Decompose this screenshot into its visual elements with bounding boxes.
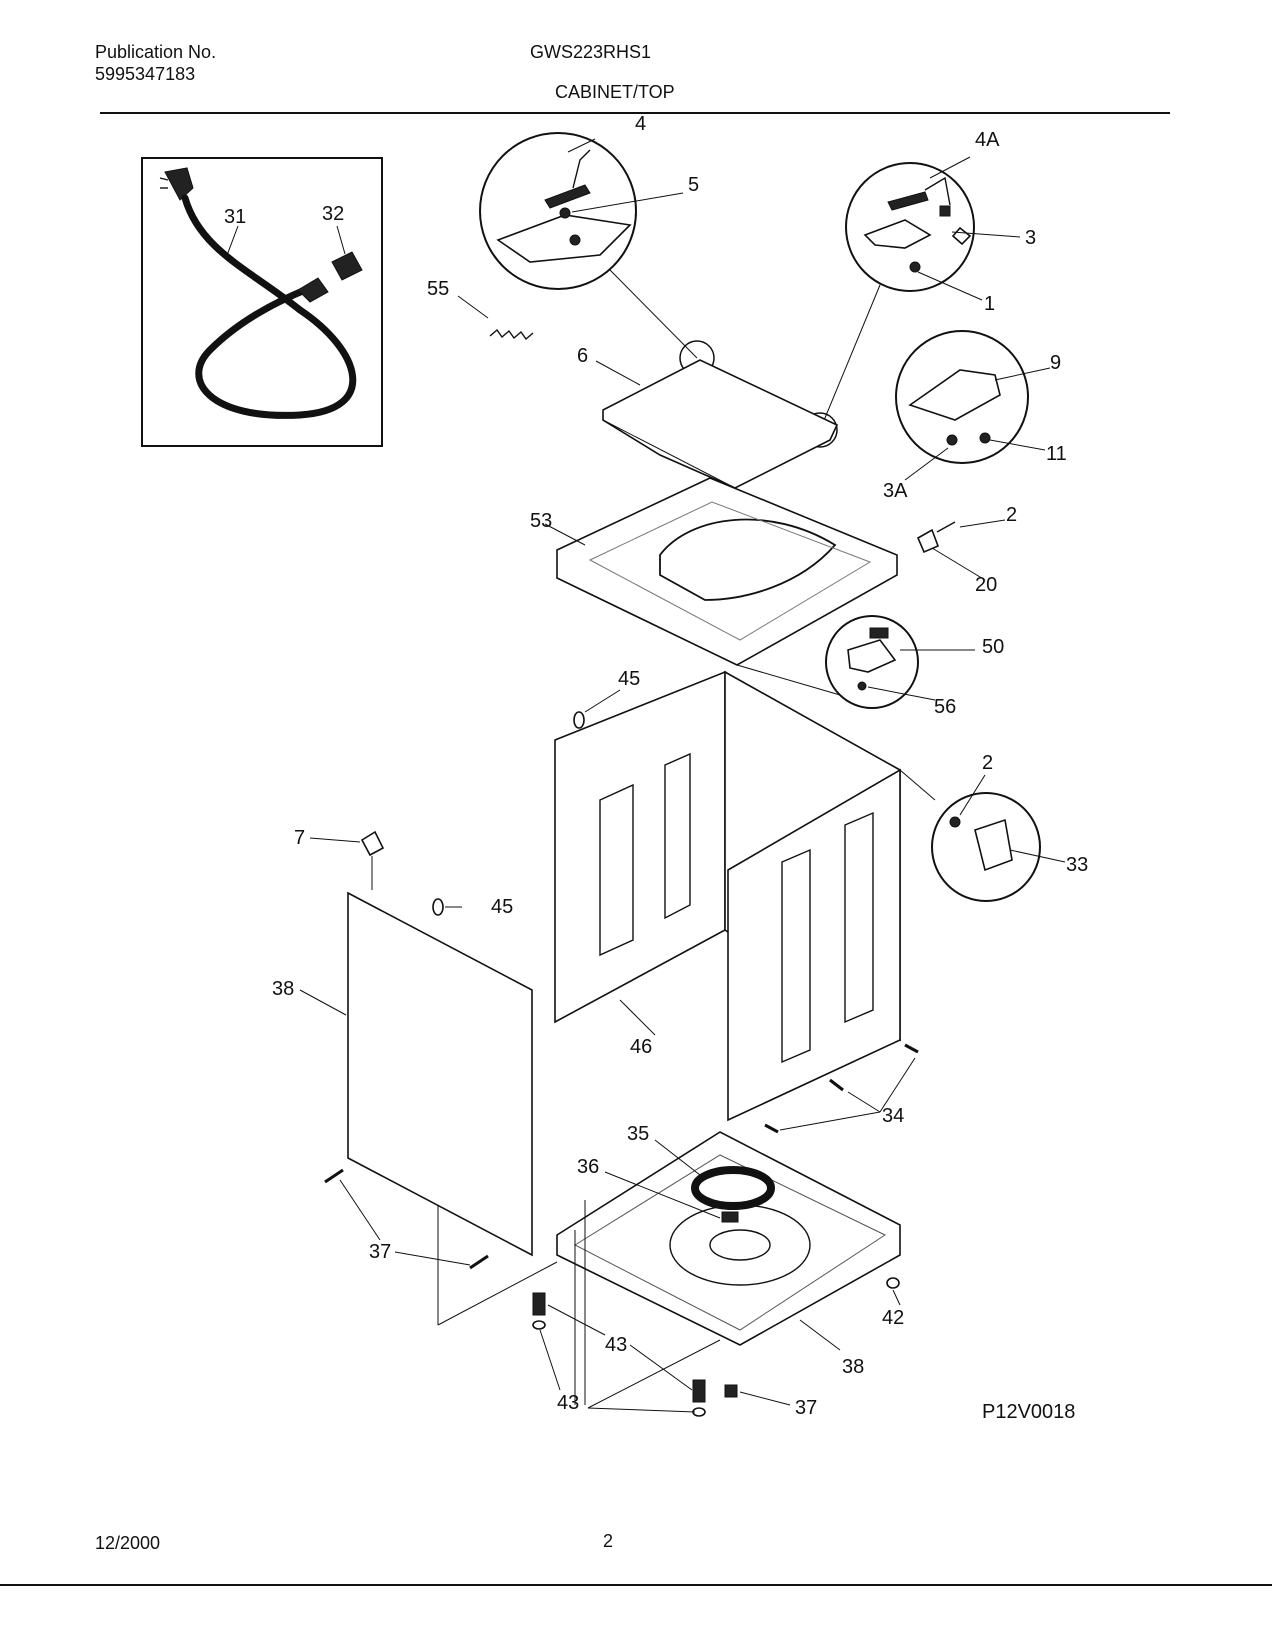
callout-32: 32 [322, 203, 344, 225]
top-hinge-bracket [916, 519, 1006, 581]
alignment-lines [437, 1200, 586, 1405]
lid [595, 359, 839, 489]
leveling-legs [532, 1277, 901, 1417]
callout-4: 4 [635, 113, 646, 135]
lid-hinge-detail-left [479, 132, 684, 290]
callout-33: 33 [1066, 854, 1088, 876]
callout-41: 37 [369, 1241, 391, 1263]
callout-38: 38 [842, 1356, 864, 1378]
publication-number: 5995347183 [95, 64, 196, 84]
callout-37: 37 [795, 1397, 817, 1419]
callout-4a: 4A [975, 129, 1000, 151]
leader-lid-left [609, 269, 698, 359]
panel-plugs [432, 689, 621, 916]
callout-6: 6 [577, 345, 588, 367]
callout-20: 20 [975, 574, 997, 596]
footer-date: 12/2000 [95, 1533, 161, 1553]
front-panel-screws [324, 1168, 489, 1270]
callout-56: 56 [934, 696, 956, 718]
callout-35: 35 [627, 1123, 649, 1145]
callout-50: 50 [982, 636, 1004, 658]
callout-9: 9 [1050, 352, 1061, 374]
callout-34: 34 [882, 1105, 904, 1127]
publication-label: Publication No. [95, 42, 217, 62]
lid-hinge-detail-right [845, 156, 1021, 301]
top-cover [544, 477, 898, 666]
lid-switch-inset [736, 615, 975, 709]
cabinet-wraparound [554, 670, 901, 1122]
leader-lid-right [819, 284, 881, 431]
power-cord-inset [141, 157, 383, 447]
footer-page-number: 2 [603, 1531, 614, 1551]
panel-clip [309, 830, 385, 890]
callout-labels: 4 4A 5 3 1 31 32 55 6 9 11 3A 53 2 20 50… [224, 113, 1088, 1423]
callout-11: 11 [1046, 443, 1067, 465]
callout-55: 55 [427, 278, 449, 300]
callout-2-top: 2 [1006, 504, 1017, 526]
callout-53: 53 [530, 510, 552, 532]
callout-46: 46 [630, 1036, 652, 1058]
callout-43: 43 [557, 1392, 579, 1414]
callout-31: 31 [224, 206, 246, 228]
callout-7: 7 [294, 827, 305, 849]
callout-44: 43 [605, 1334, 627, 1356]
callout-36: 36 [577, 1156, 599, 1178]
front-panel [299, 891, 533, 1257]
callout-43a: 42 [882, 1307, 904, 1329]
figure-code: P12V0018 [982, 1401, 1075, 1423]
callout-45-front: 45 [491, 896, 513, 918]
callout-1: 1 [984, 293, 995, 315]
callout-3: 3 [1025, 227, 1036, 249]
lid-switch-detail [895, 330, 1051, 481]
callout-2-side: 2 [982, 752, 993, 774]
callout-42: 38 [272, 978, 294, 1000]
model-number: GWS223RHS1 [530, 42, 652, 62]
callout-5: 5 [688, 174, 699, 196]
cabinet-bracket-inset [899, 769, 1066, 902]
cabinet-base [556, 1131, 901, 1351]
callout-3a: 3A [883, 480, 908, 502]
callout-45-top: 45 [618, 668, 640, 690]
cabinet-screws [764, 1043, 919, 1134]
section-title: CABINET/TOP [555, 82, 675, 102]
lid-spring [457, 295, 534, 341]
